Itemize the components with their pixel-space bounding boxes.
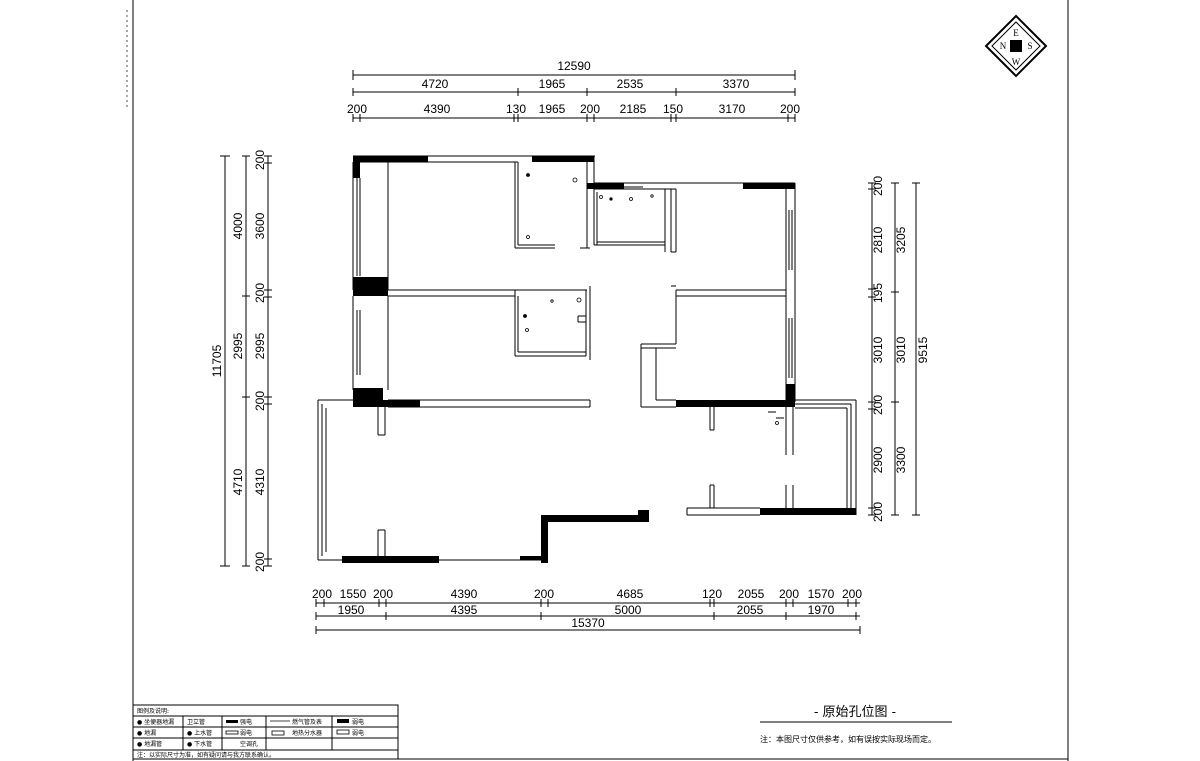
right-dimensions: 200 2810 195 3010 200 2900 200 3205 3010…	[868, 176, 930, 522]
dim-bottom-total: 15370	[571, 616, 605, 630]
dim-left-total: 11705	[210, 344, 224, 377]
dim-top2-4: 1965	[539, 102, 566, 116]
dim-bottom-10: 1570	[808, 587, 835, 601]
legend-item-r2c4: 地热分水器	[292, 729, 322, 737]
legend-item-r2c3: 弱电	[240, 729, 252, 737]
dim-top2-1: 200	[347, 102, 367, 116]
dim-top-1: 4720	[422, 77, 449, 91]
dim-top2-3: 130	[506, 102, 526, 116]
legend-item-r1c3: 强电	[240, 718, 252, 726]
legend-symbol-weak-electric	[225, 730, 239, 735]
dim-right2-4: 3010	[871, 336, 885, 363]
dim-left2-7: 200	[253, 552, 267, 572]
dim-bottom-7: 120	[702, 587, 722, 601]
dim-left2-4: 2995	[253, 332, 267, 359]
left-dimensions: 11705 4000 2995 4710 200 3600 200 2995 2…	[210, 150, 272, 572]
dim-bottom-9: 200	[779, 587, 799, 601]
dim-bottom-4: 4390	[451, 587, 478, 601]
dim-top2-7: 150	[663, 102, 683, 116]
drawing-title: - 原始孔位图 -	[814, 705, 896, 720]
dim-bottom2-5: 1970	[808, 603, 835, 617]
dim-top-3: 2535	[617, 77, 644, 91]
structural-columns	[342, 156, 856, 563]
dim-top2-9: 200	[780, 102, 800, 116]
compass-center	[1010, 40, 1022, 52]
legend-item-r1c5: 弱电	[352, 718, 364, 726]
dim-top2-2: 4390	[424, 102, 451, 116]
dim-top2-8: 3170	[719, 102, 746, 116]
dim-right-total: 9515	[916, 336, 930, 363]
dim-top2-6: 2185	[620, 102, 647, 116]
dim-left-1: 4000	[231, 212, 245, 239]
legend-item-r3c2: ● 下水管	[187, 740, 212, 748]
dim-left-3: 4710	[231, 468, 245, 495]
legend-item-r1c1: ● 坐便器地漏	[137, 718, 174, 726]
dim-right2-5: 200	[871, 395, 885, 415]
drawing-note: 注：本图尺寸仅供参考，如有误按实际现场而定。	[760, 734, 936, 744]
dim-left2-2: 3600	[253, 212, 267, 239]
legend-item-r2c2: ● 上水管	[187, 729, 212, 737]
dim-top-2: 1965	[539, 77, 566, 91]
dim-right-2: 3010	[894, 336, 908, 363]
dim-right2-2: 2810	[871, 226, 885, 253]
dim-bottom-2: 1550	[340, 587, 367, 601]
dim-bottom2-2: 4395	[451, 603, 478, 617]
top-dimensions: 12590 4720 1965 2535 3370 200 4390 130 1…	[347, 59, 800, 122]
legend-item-r2c1: ● 地漏	[137, 729, 156, 737]
floor-plan	[317, 155, 857, 561]
fixture-markers	[523, 173, 779, 425]
legend-symbol-strong-electric	[226, 720, 238, 723]
dim-right2-6: 2900	[871, 446, 885, 473]
dim-top-4: 3370	[723, 77, 750, 91]
legend-item-r3c3: 空调孔	[240, 740, 258, 748]
dim-bottom-5: 200	[534, 587, 554, 601]
compass-south: S	[1027, 41, 1032, 51]
dim-left2-5: 200	[253, 391, 267, 411]
dim-bottom-1: 200	[312, 587, 332, 601]
legend-item-r1c2: 卫立管	[187, 718, 205, 726]
legend-item-r2c5: 弱电	[352, 729, 364, 737]
compass-east: E	[1013, 28, 1019, 38]
dim-left2-3: 200	[253, 283, 267, 303]
dim-bottom-8: 2055	[738, 587, 765, 601]
dim-bottom-3: 200	[373, 587, 393, 601]
legend-symbol-box2	[336, 729, 350, 735]
dim-bottom2-1: 1950	[338, 603, 365, 617]
legend-symbol-box1	[337, 719, 349, 723]
dim-left2-1: 200	[253, 150, 267, 170]
legend-box: 图例及说明: ● 坐便器地漏 卫立管 强电 燃气管及表 弱电 ● 地漏 ● 上水…	[132, 704, 399, 760]
dim-left-2: 2995	[231, 332, 245, 359]
compass-north: N	[1000, 41, 1007, 51]
dim-right2-7: 200	[871, 502, 885, 522]
dim-right-1: 3205	[894, 226, 908, 253]
dim-left2-6: 4310	[253, 468, 267, 495]
legend-heading: 图例及说明:	[137, 707, 169, 715]
dim-right-3: 3300	[894, 446, 908, 473]
dim-right2-1: 200	[871, 176, 885, 196]
dim-top-total: 12590	[557, 59, 591, 73]
legend-symbol-manifold	[271, 730, 285, 736]
dim-bottom2-4: 2055	[737, 603, 764, 617]
dim-bottom2-3: 5000	[615, 603, 642, 617]
legend-footer: 注：以实际尺寸为准，如有疑问请与我方联系确认。	[137, 751, 275, 759]
bottom-dimensions: 200 1550 200 4390 200 4685 120 2055 200 …	[312, 587, 862, 634]
dim-bottom-6: 4685	[617, 587, 644, 601]
compass-west: W	[1012, 57, 1021, 67]
legend-item-r3c1: ● 地漏管	[137, 740, 162, 748]
dim-bottom-11: 200	[842, 587, 862, 601]
dim-top2-5: 200	[580, 102, 600, 116]
compass-rose: E S W N	[984, 14, 1048, 78]
dim-right2-3: 195	[871, 283, 885, 303]
legend-item-r1c4: 燃气管及表	[292, 718, 322, 726]
